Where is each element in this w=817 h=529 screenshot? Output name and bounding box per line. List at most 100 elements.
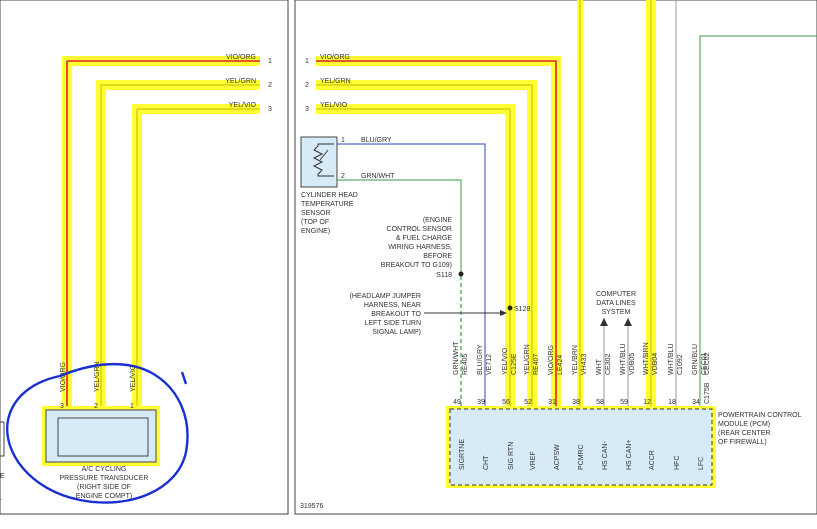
cht-label-3: SENSOR <box>301 210 331 217</box>
splice-s118-label: S118 <box>436 272 452 279</box>
pcm-circuit-10: C1092 <box>677 354 684 375</box>
pcm-wire-color-1: GRN/WHT <box>453 341 460 375</box>
right-wire-yel-grn <box>316 84 533 406</box>
splice-s128-label: S128 <box>514 306 530 313</box>
pcm-wire-color-6: YEL/BRN <box>572 345 579 375</box>
left-edge-text-2: . <box>0 495 2 502</box>
pcm-function-1: SIGRTNE <box>459 439 466 470</box>
pcm-circuit-4: RE407 <box>533 353 540 375</box>
transducer-label-2: PRESSURE TRANSDUCER <box>60 475 149 482</box>
pcm-extra-circuit-2: C175B <box>704 382 711 404</box>
headlamp-note-3: BREAKOUT TO <box>371 311 421 318</box>
splice-s128-dot <box>507 305 513 311</box>
pcm-pin-8: 59 <box>620 399 628 406</box>
pcm-wire-color-5: VIO/ORG <box>548 345 555 375</box>
cht-pin-1: 1 <box>341 137 345 144</box>
left-edge-fragment <box>0 421 5 457</box>
pcm-wire-color-11: GRN/BLU <box>692 344 699 375</box>
transducer-inner <box>57 417 149 457</box>
pcm-wire-color-7: WHT <box>596 358 603 375</box>
pcm-function-8: HS CAN+ <box>626 439 633 470</box>
right-pin-3: 3 <box>305 106 309 113</box>
cht-sensor-thermistor-arrow-icon <box>319 149 329 161</box>
transducer-label-3: (RIGHT SIDE OF <box>77 484 131 491</box>
cht-sensor-body <box>300 136 338 188</box>
left-vertical-label-3: YEL/VIO <box>130 364 137 392</box>
pen-tail-annotation <box>180 371 188 385</box>
pcm-label-3: (REAR CENTER <box>718 430 771 437</box>
pcm-pin-10: 18 <box>668 399 676 406</box>
pcm-function-5: ACPSW <box>554 444 561 470</box>
pcm-wire-color-9: WHT/BRN <box>643 342 650 375</box>
transducer-label-1: A/C CYCLING <box>82 466 127 473</box>
left-wire-yel-vio <box>136 108 260 408</box>
pcm-circuit-5: LE424 <box>557 355 564 375</box>
pcm-circuit-1: RE405 <box>462 353 469 375</box>
pcm-wire-color-8: WHT/BLU <box>620 344 627 376</box>
harness-note-3: & FUEL CHARGE <box>396 235 452 242</box>
pcm-pin-7: 58 <box>596 399 604 406</box>
pcm-function-7: HS CAN- <box>602 441 609 470</box>
left-vertical-label-1: VIO/ORG <box>60 362 67 392</box>
left-wire-vio-org <box>66 60 260 408</box>
pcm-extra-circuit-1: CEC02 <box>704 352 711 375</box>
left-wire-label-2: YEL/GRN <box>225 78 256 85</box>
pcm-pin-4: 52 <box>524 399 532 406</box>
data-lines-label-1: COMPUTER <box>596 291 636 298</box>
headlamp-leader-arrow-icon <box>500 310 507 316</box>
harness-note-5: BEFORE <box>423 253 452 260</box>
cht-sensor-internal-wiring <box>317 143 334 177</box>
data-lines-arrow-icons <box>600 318 632 326</box>
pcm-circuit-6: VH433 <box>581 353 588 375</box>
pcm-function-6: PCMRC <box>578 444 585 470</box>
pcm-function-4: VREF <box>530 451 537 470</box>
cht-label-4: (TOP OF <box>301 219 329 226</box>
cht-sensor-resistor-icon <box>312 145 324 175</box>
pcm-pin-3: 56 <box>502 399 510 406</box>
harness-note-1: (ENGINE <box>423 217 453 224</box>
pcm-function-2: CHT <box>483 455 490 470</box>
wire-grn-blu <box>699 35 817 406</box>
pcm-wire-color-2: BLU/GRY <box>477 344 484 375</box>
right-wire-label-2: YEL/GRN <box>320 78 351 85</box>
pcm-function-3: SIG RTN <box>508 442 515 470</box>
pcm-label-1: POWERTRAIN CONTROL <box>718 412 802 419</box>
pcm-circuit-3: C125E <box>511 353 518 375</box>
pcm-pin-1: 49 <box>453 399 461 406</box>
cht-pin-2: 2 <box>341 173 345 180</box>
wire-grn-wht <box>337 179 462 272</box>
pcm-pin-11: 34 <box>692 399 700 406</box>
left-wire-label-3: YEL/VIO <box>229 102 257 109</box>
cht-label-1: CYLINDER HEAD <box>301 192 358 199</box>
transducer-pin-1: 1 <box>130 403 134 410</box>
pcm-pin-6: 38 <box>572 399 580 406</box>
right-page-frame <box>294 0 817 515</box>
pcm-pin-2: 39 <box>477 399 485 406</box>
pcm-connector-body <box>449 408 713 486</box>
cht-label-5: ENGINE) <box>301 228 330 235</box>
left-pin-3: 3 <box>268 106 272 113</box>
wire-blu-gry <box>337 143 486 406</box>
right-wire-label-1: VIO/ORG <box>320 54 350 61</box>
pcm-wire-color-4: YEL/GRN <box>524 344 531 375</box>
left-wire-yel-grn <box>100 84 260 408</box>
left-pin-1: 1 <box>268 58 272 65</box>
headlamp-note-5: SIGNAL LAMP) <box>372 329 421 336</box>
transducer-body <box>45 409 157 463</box>
pcm-circuit-8: VDB05 <box>629 353 636 375</box>
pen-circle-annotation <box>6 362 189 504</box>
headlamp-note-1: (HEADLAMP JUMPER <box>350 293 421 300</box>
cht-wire-label-1: BLU/GRY <box>361 137 392 144</box>
pcm-label-4: OF FIREWALL) <box>718 439 767 446</box>
right-pin-2: 2 <box>305 82 309 89</box>
pcm-wire-color-10: WHT/BLU <box>668 344 675 376</box>
left-page-frame <box>0 0 289 515</box>
harness-note-6: BREAKOUT TO G109) <box>381 262 452 269</box>
transducer-label-4: ENGINE COMPT) <box>76 493 132 500</box>
pcm-function-9: ACCR <box>649 450 656 470</box>
pcm-wire-color-3: YEL/VIO <box>502 347 509 375</box>
left-vertical-label-2: YEL/GRN <box>94 361 101 392</box>
pcm-function-11: LFC <box>698 457 705 470</box>
